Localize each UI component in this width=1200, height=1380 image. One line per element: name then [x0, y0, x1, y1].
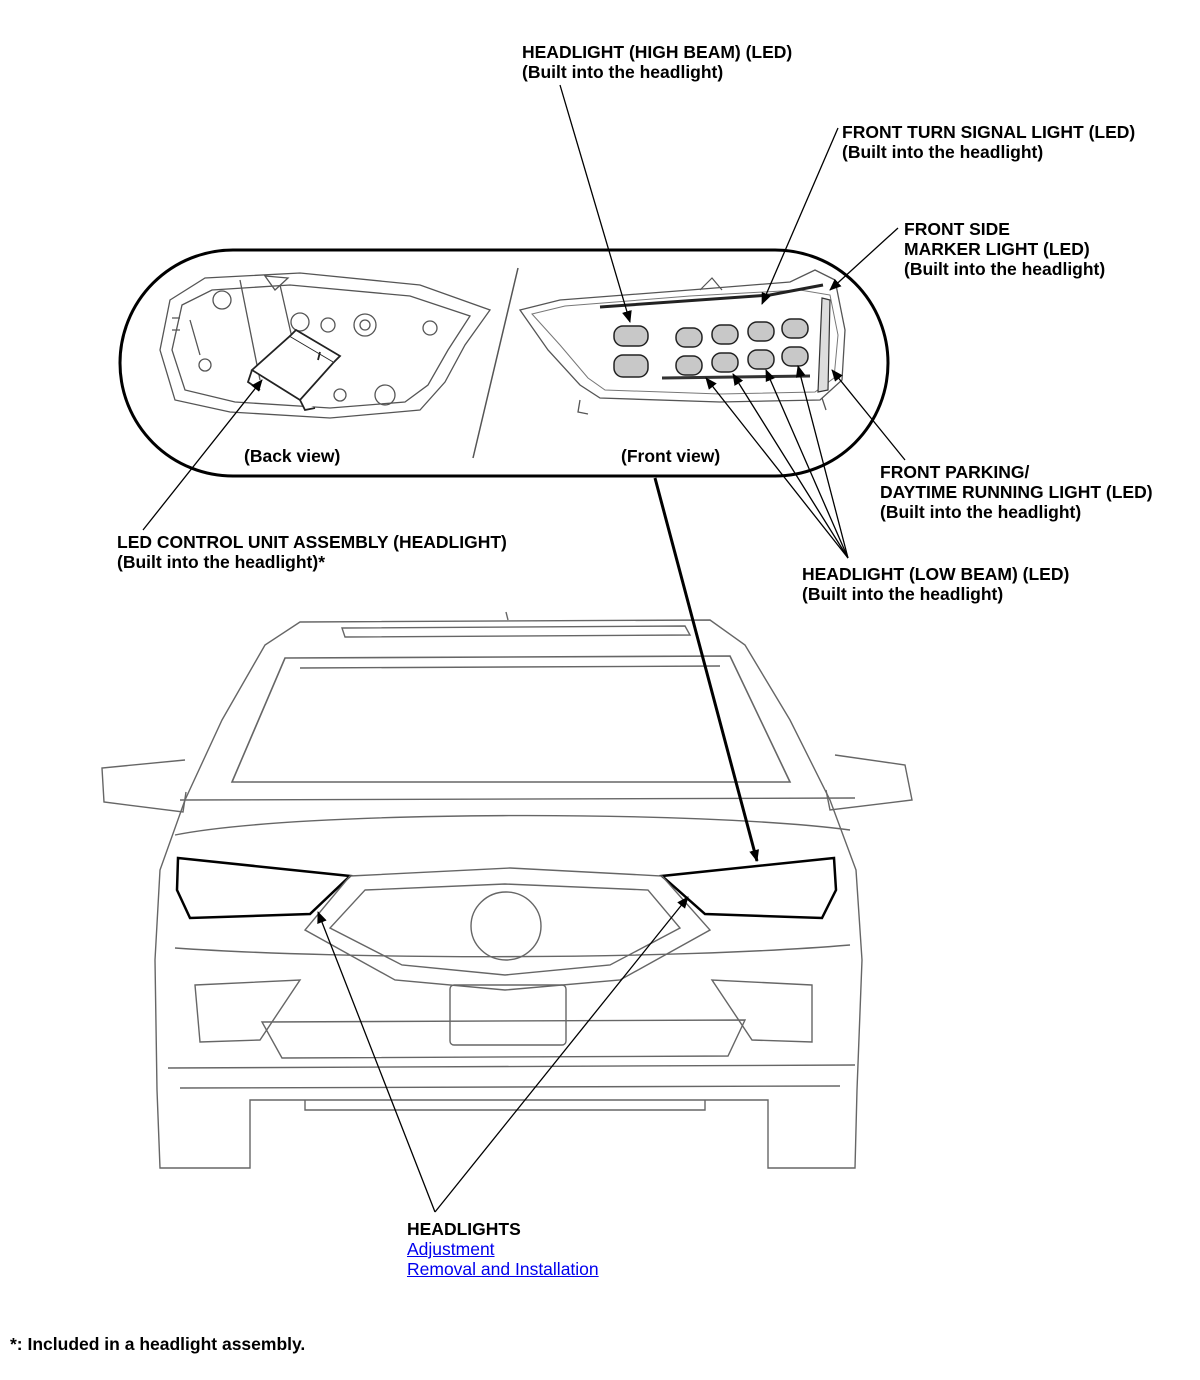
headlights-label: HEADLIGHTS Adjustment Removal and Instal… [407, 1219, 599, 1279]
led-control-unit-label-line2: (Built into the headlight)* [117, 552, 326, 572]
headlights-title: HEADLIGHTS [407, 1219, 521, 1239]
footnote: *: Included in a headlight assembly. [10, 1334, 306, 1354]
low-beam-label-line2: (Built into the headlight) [802, 584, 1004, 604]
high-beam-label-line2: (Built into the headlight) [522, 62, 724, 82]
car-front-view [101, 611, 913, 1169]
low-beam-label-line1: HEADLIGHT (LOW BEAM) (LED) [802, 564, 1070, 584]
parking-drl-label-line2: DAYTIME RUNNING LIGHT (LED) [880, 482, 1153, 502]
led-control-unit-label: LED CONTROL UNIT ASSEMBLY (HEADLIGHT) (B… [117, 532, 507, 572]
side-marker-label-line2: MARKER LIGHT (LED) [904, 239, 1090, 259]
headlight-inset [118, 248, 890, 478]
high-beam-label-line1: HEADLIGHT (HIGH BEAM) (LED) [522, 42, 793, 62]
parking-drl-label: FRONT PARKING/ DAYTIME RUNNING LIGHT (LE… [880, 462, 1153, 522]
side-marker-label: FRONT SIDE MARKER LIGHT (LED) (Built int… [904, 219, 1105, 279]
back-view-caption: (Back view) [244, 446, 341, 466]
low-beam-label: HEADLIGHT (LOW BEAM) (LED) (Built into t… [802, 564, 1069, 604]
turn-signal-label-line1: FRONT TURN SIGNAL LIGHT (LED) [842, 122, 1136, 142]
removal-installation-link[interactable]: Removal and Installation [407, 1259, 599, 1279]
high-beam-label: HEADLIGHT (HIGH BEAM) (LED) (Built into … [522, 42, 792, 82]
leader-lines [142, 84, 906, 1213]
side-marker-label-line1: FRONT SIDE [904, 219, 1010, 239]
turn-signal-label-line2: (Built into the headlight) [842, 142, 1044, 162]
adjustment-link[interactable]: Adjustment [407, 1239, 495, 1259]
turn-signal-label: FRONT TURN SIGNAL LIGHT (LED) (Built int… [842, 122, 1135, 162]
side-marker-label-line3: (Built into the headlight) [904, 259, 1106, 279]
parking-drl-label-line1: FRONT PARKING/ [880, 462, 1030, 482]
led-control-unit-label-line1: LED CONTROL UNIT ASSEMBLY (HEADLIGHT) [117, 532, 507, 552]
front-view-caption: (Front view) [621, 446, 721, 466]
headlight-back-view [159, 272, 492, 419]
parking-drl-label-line3: (Built into the headlight) [880, 502, 1082, 522]
